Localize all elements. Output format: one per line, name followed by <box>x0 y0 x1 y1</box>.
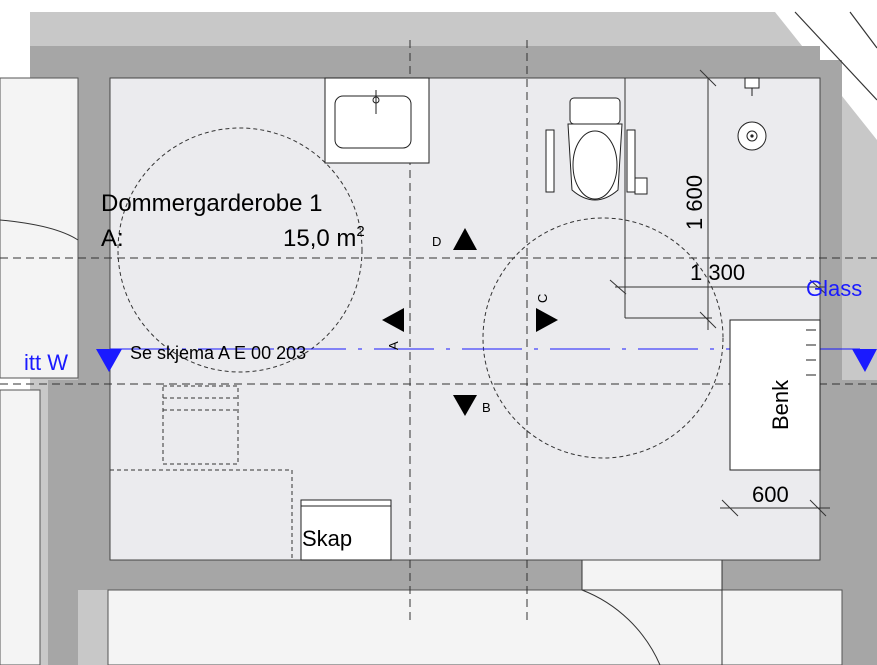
section-mark-d-label: D <box>432 234 441 249</box>
wall-top <box>30 46 820 78</box>
dimension-600-label: 600 <box>752 482 789 507</box>
section-mark-d-icon <box>453 228 477 250</box>
section-arrow-left-icon <box>96 349 122 372</box>
dimension-1600-label: 1 600 <box>682 175 707 230</box>
dashed-seat <box>162 385 239 465</box>
dimension-600 <box>720 499 830 517</box>
section-mark-a-icon <box>382 308 404 332</box>
area-value-number: 15,0 m <box>283 225 356 252</box>
window-left <box>0 389 41 665</box>
section-mark-a-label: A <box>386 341 401 350</box>
turning-circle-right <box>482 217 724 459</box>
cabinet <box>300 499 392 561</box>
wall-bottom <box>78 560 842 590</box>
bench-label: Benk <box>768 379 793 430</box>
area-unit-superscript: 2 <box>356 223 364 240</box>
bench <box>729 319 821 471</box>
section-mark-c-label: C <box>535 294 550 303</box>
door-swing-left <box>0 219 79 241</box>
room-name: Dommergarderobe 1 <box>101 190 322 217</box>
diagonal-wall-line <box>794 11 877 101</box>
reference-note: Se skjema A E 00 203 <box>130 343 306 363</box>
adjacent-room-left <box>0 77 79 379</box>
section-mark-b-label: B <box>482 400 491 415</box>
floor-drain <box>737 121 767 151</box>
section-label-right: Glass <box>806 276 862 301</box>
wall-left-outer <box>48 380 78 665</box>
section-label-left: itt W <box>24 350 68 375</box>
dimension-1300 <box>609 279 827 295</box>
dimension-1300-label: 1 300 <box>690 260 745 285</box>
sink <box>324 77 430 164</box>
doorway-bottom <box>581 559 723 591</box>
section-mark-b-icon <box>453 395 477 416</box>
adjacent-room-bottom <box>107 589 843 665</box>
section-arrow-right-icon <box>852 349 877 372</box>
cabinet-label: Skap <box>302 526 352 551</box>
toilet <box>545 97 648 201</box>
turning-circle-left <box>117 127 363 373</box>
area-value: 15,0 m2 <box>283 223 365 252</box>
wall-right-outer <box>842 380 877 665</box>
area-label: A: <box>101 225 124 252</box>
dimension-1600 <box>624 69 717 330</box>
diagonal-wall-line-2 <box>849 11 877 49</box>
tap-fixture <box>744 77 760 96</box>
wall-right <box>820 60 842 586</box>
wall-left <box>78 46 110 586</box>
dashed-zone <box>110 469 293 560</box>
door-swing-bottom <box>581 589 661 665</box>
room-floor <box>109 77 821 561</box>
section-mark-c-icon <box>536 308 558 332</box>
